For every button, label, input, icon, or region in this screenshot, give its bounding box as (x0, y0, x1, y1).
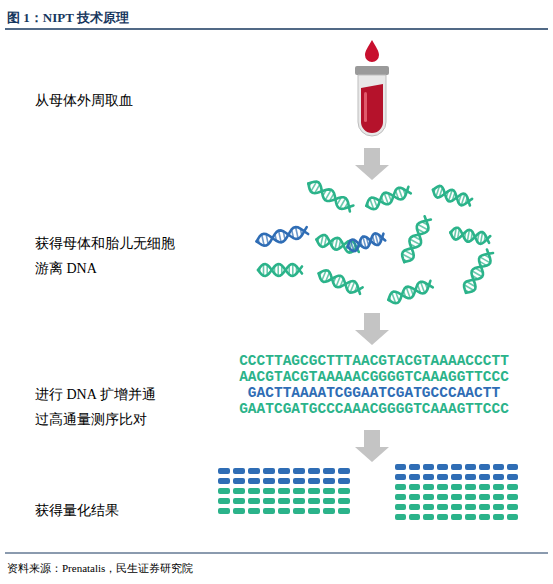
dna-helices (255, 178, 495, 305)
footer-rule (5, 553, 548, 554)
dna-sequence: AACGTACGTAAAAACGGGGTCAAAGGTTCCC (239, 369, 509, 385)
step-label: 获得母体和胎儿无细胞游离 DNA (35, 231, 181, 281)
step-label: 获得量化结果 (35, 498, 195, 523)
blood-tube (355, 40, 389, 136)
figure-title: 图 1：NIPT 技术原理 (7, 9, 129, 27)
step-label: 进行 DNA 扩增并通过高通量测序比对 (35, 382, 167, 432)
dna-sequence: GACTTAAAATCGGAATCGATGCCCAACTT (248, 385, 500, 401)
title-rule (5, 28, 548, 30)
dna-sequence: GAATCGATGCCCAAACGGGGTCAAAGTTCCC (239, 401, 509, 417)
dna-sequence: CCCTTAGCGCTTTAACGTACGTAAAACCCTT (239, 353, 509, 369)
source-note: 资料来源：Prenatalis，民生证券研究院 (7, 561, 193, 576)
result-bars (218, 464, 518, 520)
step-label: 从母体外周取血 (35, 88, 195, 113)
